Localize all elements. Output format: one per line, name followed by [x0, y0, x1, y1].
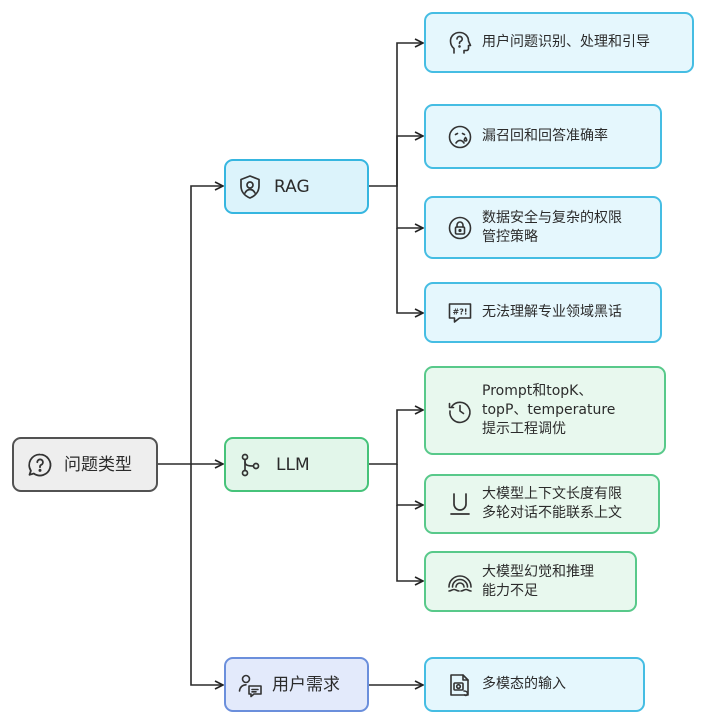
svg-text:#?!: #?! [453, 307, 468, 316]
git-branch-icon [236, 451, 264, 479]
leaf-label: 漏召回和回答准确率 [482, 128, 608, 144]
leaf-llm-prompt-tuning[interactable]: Prompt和topK、 topP、temperature 提示工程调优 [424, 366, 666, 455]
leaf-label: 数据安全与复杂的权限 管控策略 [482, 209, 622, 245]
jargon-bubble-icon: #?! [446, 299, 474, 327]
sad-face-icon [446, 123, 474, 151]
leaf-rag-recall-accuracy[interactable]: 漏召回和回答准确率 [424, 104, 662, 169]
leaf-label: 用户问题识别、处理和引导 [482, 34, 650, 50]
branch-llm[interactable]: LLM [224, 437, 369, 492]
shield-user-icon [236, 173, 264, 201]
rainbow-icon [446, 568, 474, 596]
leaf-rag-data-security[interactable]: 数据安全与复杂的权限 管控策略 [424, 196, 662, 259]
connector-llm-1 [369, 410, 422, 465]
root-node[interactable]: 问题类型 [12, 437, 158, 492]
leaf-llm-context-length[interactable]: 大模型上下文长度有限 多轮对话不能联系上文 [424, 474, 660, 534]
branch-user-label: 用户需求 [272, 674, 340, 695]
leaf-label: Prompt和topK、 topP、temperature 提示工程调优 [482, 383, 616, 437]
branch-llm-label: LLM [276, 454, 310, 475]
root-label: 问题类型 [64, 454, 132, 475]
leaf-label: 大模型幻觉和推理 能力不足 [482, 563, 594, 599]
leaf-label: 无法理解专业领域黑话 [482, 304, 622, 320]
connector-root-user [190, 464, 222, 685]
branch-user[interactable]: 用户需求 [224, 657, 369, 712]
connector-rag-2 [396, 136, 422, 186]
leaf-rag-jargon[interactable]: #?! 无法理解专业领域黑话 [424, 282, 662, 343]
connector-llm-3 [396, 505, 422, 581]
leaf-label: 大模型上下文长度有限 多轮对话不能联系上文 [482, 486, 622, 521]
lock-icon [446, 214, 474, 242]
history-icon [446, 397, 474, 425]
branch-rag-label: RAG [274, 176, 310, 197]
connector-llm-2 [396, 464, 422, 505]
leaf-llm-hallucination[interactable]: 大模型幻觉和推理 能力不足 [424, 551, 637, 612]
leaf-user-multimodal[interactable]: 多模态的输入 [424, 657, 645, 712]
connector-rag-3 [396, 186, 422, 228]
leaf-label: 多模态的输入 [482, 676, 566, 692]
magnet-icon [446, 490, 474, 518]
image-attach-icon [446, 671, 474, 699]
branch-rag[interactable]: RAG [224, 159, 369, 214]
connector-rag-1 [369, 43, 422, 187]
leaf-rag-question-handling[interactable]: 用户问题识别、处理和引导 [424, 12, 694, 73]
connector-root-rag [158, 186, 222, 465]
user-chat-icon [236, 671, 264, 699]
head-question-icon [446, 29, 474, 57]
connector-rag-4 [396, 228, 422, 313]
question-bubble-icon [26, 451, 54, 479]
